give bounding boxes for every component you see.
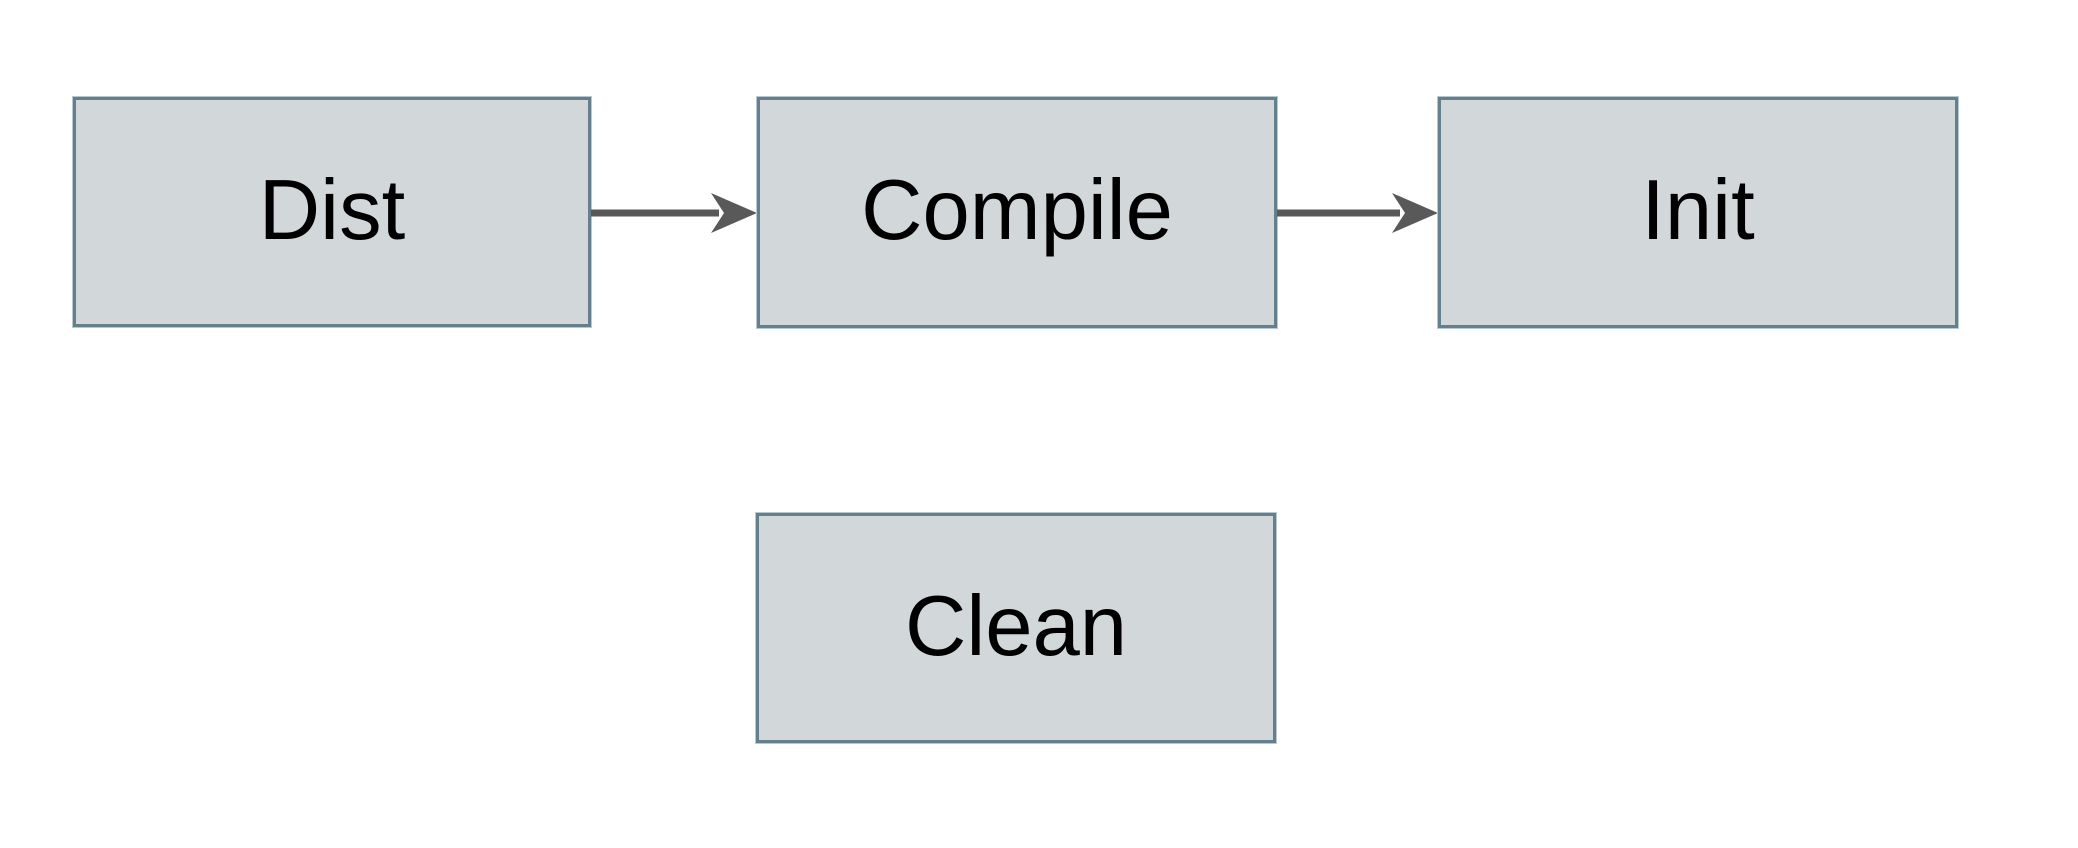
node-clean-label: Clean: [904, 578, 1128, 674]
node-dist-label: Dist: [258, 162, 406, 258]
node-init[interactable]: Init: [1438, 97, 1958, 328]
arrow-dist-to-compile[interactable]: [591, 189, 757, 237]
arrow-head-icon: [1392, 193, 1438, 233]
arrow-compile-to-init[interactable]: [1277, 189, 1438, 237]
node-compile-label: Compile: [861, 163, 1173, 258]
node-compile[interactable]: Compile: [757, 97, 1277, 328]
node-init-label: Init: [1641, 163, 1755, 258]
arrow-head-icon: [711, 193, 757, 233]
node-clean[interactable]: Clean: [756, 513, 1276, 743]
node-dist[interactable]: Dist: [73, 97, 591, 327]
